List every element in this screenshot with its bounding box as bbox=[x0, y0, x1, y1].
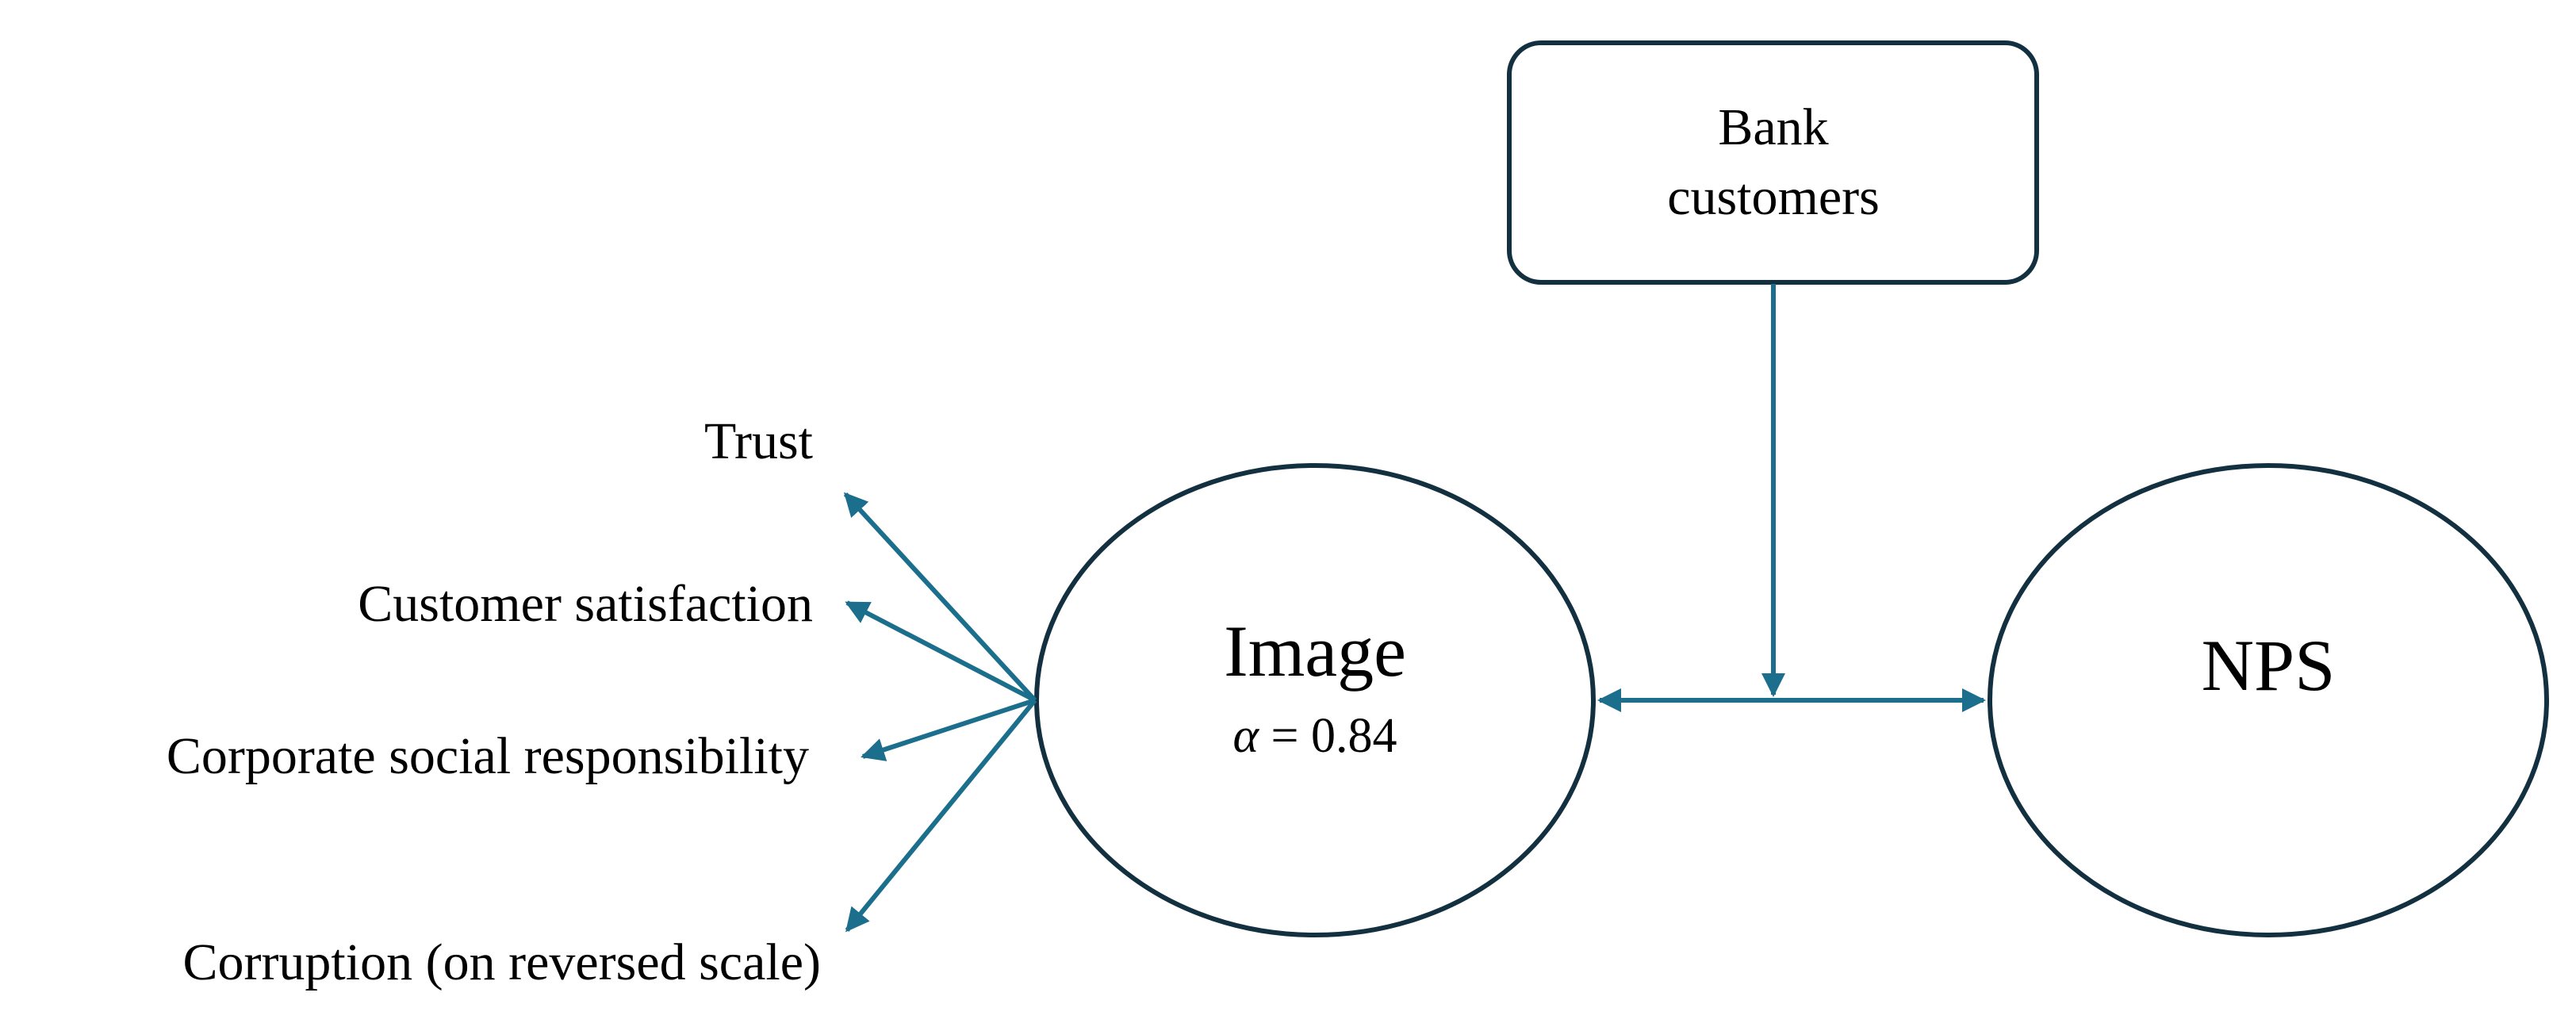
indicator-csr: Corporate social responsibility bbox=[167, 727, 809, 785]
image-label: Image bbox=[1224, 611, 1406, 692]
indicator-trust: Trust bbox=[704, 412, 813, 470]
indicator-customer-satisfaction: Customer satisfaction bbox=[358, 575, 813, 633]
image-construct: Image α = 0.84 bbox=[1034, 463, 1596, 937]
moderator-label-line1: Bank bbox=[1718, 98, 1828, 156]
trust-arrow bbox=[843, 492, 1037, 703]
corruption-arrow bbox=[845, 699, 1037, 933]
image-alpha-label: α = 0.84 bbox=[1232, 709, 1397, 763]
moderator-box: Bank customers bbox=[1507, 40, 2039, 285]
nps-construct: NPS bbox=[1988, 463, 2549, 937]
moderator-label-line2: customers bbox=[1667, 168, 1880, 226]
alpha-value: = 0.84 bbox=[1259, 709, 1397, 763]
csr-arrow bbox=[861, 698, 1036, 761]
alpha-symbol: α bbox=[1232, 709, 1259, 763]
indicator-corruption: Corruption (on reversed scale) bbox=[182, 933, 821, 991]
nps-label: NPS bbox=[2202, 625, 2336, 706]
customer-satisfaction-arrow bbox=[845, 600, 1037, 703]
